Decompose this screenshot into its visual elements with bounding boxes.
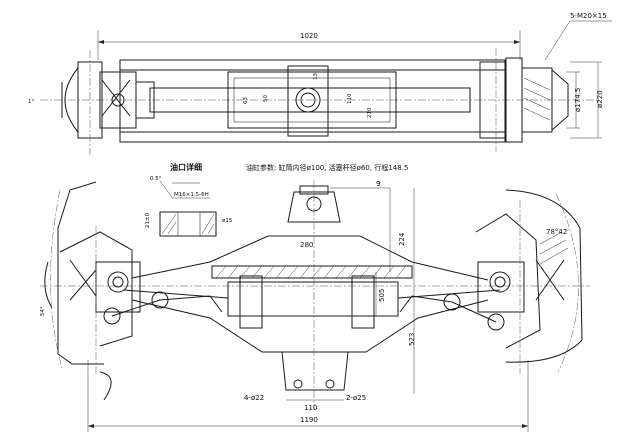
dim-bolt-spec: 5-M20×15 (570, 12, 607, 20)
dim-1020: 1020 (300, 32, 318, 40)
dim-505: 505 (378, 289, 386, 302)
dim-210: 210 (367, 107, 373, 118)
dim-50: 50 (263, 95, 269, 102)
dim-9: 9 (376, 180, 380, 188)
dim-110-bottom: 110 (304, 404, 317, 412)
oil-port-detail: 0.5° M16×1.5-6H 21±0 ø15 (145, 176, 233, 237)
oil-port-dim-a: 21±0 (145, 212, 151, 228)
oil-port-dim-b: ø15 (222, 218, 233, 224)
top-view: 1020 5-M20×15 63 50 13 110 210 (28, 12, 612, 155)
dim-1deg: 1° (28, 99, 34, 105)
front-view: 9 280 224 505 (40, 180, 590, 432)
dim-d174: ø174.5 (574, 88, 582, 112)
oil-port-detail-title: 油口详细 (170, 162, 202, 172)
oil-port-thread: M16×1.5-6H (174, 192, 209, 198)
cylinder-params-note: 油缸参数: 缸筒内径ø100, 活塞杆径ø60, 行程148.5 (246, 163, 408, 172)
dim-110: 110 (347, 93, 353, 104)
right-knuckle (399, 189, 583, 374)
left-knuckle (44, 181, 223, 401)
dim-13: 13 (313, 73, 319, 80)
oil-port-angle: 0.5° (150, 176, 162, 182)
dim-224: 224 (398, 232, 406, 246)
right-hub-top (479, 48, 569, 152)
dim-4-holes: 4-ø22 (244, 394, 264, 402)
dim-left-angle: 54° (40, 306, 46, 316)
dim-2-pins: 2-ø25 (346, 394, 366, 402)
dim-280: 280 (300, 241, 313, 249)
dim-523: 523 (408, 333, 416, 346)
left-hub-top (61, 50, 155, 155)
dim-63: 63 (243, 97, 249, 104)
dim-d220: ø220 (596, 90, 604, 108)
dim-steer-angle: 78°42′ (546, 228, 569, 236)
dim-1190: 1190 (300, 416, 318, 424)
